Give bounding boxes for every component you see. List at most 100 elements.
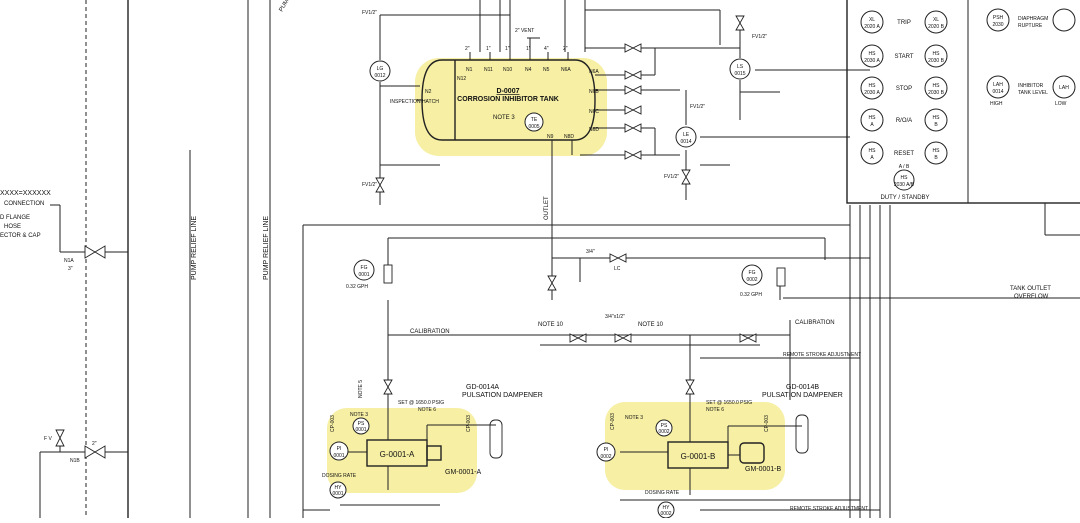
- hs-start-b-button[interactable]: [924, 44, 948, 68]
- ls-num: 0015: [734, 71, 745, 77]
- low-label: LOW: [1055, 101, 1067, 107]
- diaphragm-label: DIAPHRAGM: [1018, 16, 1048, 22]
- hs-roa-a-button[interactable]: [860, 108, 884, 132]
- dampener-b-tag: GD-0014B: [786, 384, 819, 391]
- xl-a-button[interactable]: [860, 10, 884, 34]
- fv-label-le: FV1/2": [664, 174, 679, 180]
- tank-outlet: TANK OUTLET: [1010, 286, 1051, 292]
- ps-b-instrument: [655, 419, 673, 437]
- tank-vent: 2" VENT: [515, 28, 534, 34]
- size-n11: 1": [486, 46, 491, 52]
- panel-frame: [846, 0, 1080, 204]
- hs-start-a-button[interactable]: [860, 44, 884, 68]
- hs-roa-b-num: B: [934, 122, 938, 128]
- size-34: 3/4": [586, 249, 595, 255]
- pi-a-instrument: [329, 441, 349, 461]
- fv-label-ls: FV1/2": [752, 34, 767, 40]
- psh-code: PSH: [993, 15, 1004, 21]
- hs-reset-a-code: HS: [869, 148, 877, 154]
- pump-a-note6: NOTE 6: [418, 407, 436, 413]
- ps-a-code: PS: [358, 421, 365, 427]
- psh-b-alarm: [1052, 8, 1076, 32]
- lah-alarm: [986, 75, 1010, 99]
- control-panel: XL 2020 A TRIP XL 2020 B HS 2030 A START…: [846, 0, 1080, 236]
- note10: NOTE 10: [538, 322, 564, 328]
- nozzle-n6d: N6D: [589, 127, 599, 133]
- dampener-a-label: PULSATION DAMPENER: [462, 392, 543, 399]
- reset-label: RESET: [894, 151, 914, 157]
- hs-ab-selector[interactable]: [893, 169, 915, 191]
- hs-reset-a-button[interactable]: [860, 141, 884, 165]
- hs-stop-a-button[interactable]: [860, 76, 884, 100]
- pump-a-note3: NOTE 3: [350, 412, 368, 418]
- le-code: LE: [683, 132, 690, 138]
- inspection-hatch: INSPECTION HATCH: [390, 99, 439, 105]
- xl-b-num: 2020 B: [928, 24, 945, 30]
- start-label: START: [894, 54, 913, 60]
- hs-start-b-num: 2030 B: [928, 58, 945, 64]
- hs-stop-b-code: HS: [933, 83, 941, 89]
- nozzle-n1b: N1B: [70, 458, 80, 464]
- ps-a-num: 0001: [355, 427, 366, 433]
- hs-reset-b-num: B: [934, 155, 938, 161]
- pump-b-group: G-0001-B GM-0001-B GD-0014B PULSATION DA…: [596, 384, 843, 519]
- te-num: 0005: [528, 124, 539, 130]
- connection-line-2: D FLANGE: [0, 215, 30, 221]
- ps-b-code: PS: [661, 423, 668, 429]
- lc-label: LC: [614, 266, 621, 272]
- hs-start-a-num: 2030 A: [864, 58, 880, 64]
- xl-b-button[interactable]: [924, 10, 948, 34]
- motor-b-tag: GM-0001-B: [745, 466, 782, 473]
- nozzle-n1a: N1A: [64, 258, 74, 264]
- hs-stop-b-button[interactable]: [924, 76, 948, 100]
- size-n4: 1": [526, 46, 531, 52]
- ps-a-instrument: [352, 417, 370, 435]
- lah-num: 0014: [992, 89, 1003, 95]
- left-region: XXXX=XXXXXX CONNECTION D FLANGE HOSE ECT…: [0, 0, 299, 518]
- size-n1: 2": [465, 46, 470, 52]
- hs-reset-b-button[interactable]: [924, 141, 948, 165]
- high-label: HIGH: [990, 101, 1003, 107]
- lah-code: LAH: [993, 82, 1003, 88]
- hs-roa-b-button[interactable]: [924, 108, 948, 132]
- psh-num: 2030: [992, 22, 1003, 28]
- connection-line-4: ECTOR & CAP: [0, 233, 41, 239]
- fg1-instrument: [353, 259, 375, 281]
- fg2-num: 0002: [746, 277, 757, 283]
- lg-instrument: [369, 60, 391, 82]
- ab-top-label: A / B: [899, 164, 910, 170]
- psh-alarm: [986, 8, 1010, 32]
- gph-2: 0.32 GPH: [740, 292, 762, 298]
- tank-instruments: LG 0012 LS 0015 LE 0014 FV1/2" FV1/2" FV…: [362, 10, 767, 188]
- pump-a-group: G-0001-A GM-0001-A GD-0014A PULSATION DA…: [322, 380, 543, 499]
- te-code: TE: [531, 117, 538, 123]
- hy-a-code: HY: [335, 485, 343, 491]
- duty-standby: DUTY / STANDBY: [880, 195, 929, 201]
- pump-a-set: SET @ 1650.0 PSIG: [398, 400, 444, 406]
- fv-label-lg: FV1/2": [362, 182, 377, 188]
- size-2in: 2": [92, 441, 97, 447]
- size-n5: 4": [544, 46, 549, 52]
- corrosion-inhibitor-tank: D-0007 CORROSION INHIBITOR TANK NOTE 3 T…: [390, 28, 600, 155]
- remote-stroke-2: REMOTE STROKE ADJUSTMENT: [790, 506, 868, 512]
- le-num: 0014: [680, 139, 691, 145]
- xl-a-code: XL: [869, 17, 875, 23]
- fv-label-n6b: FV1/2": [690, 104, 705, 110]
- dampener-b-label: PULSATION DAMPENER: [762, 392, 843, 399]
- nozzle-n2: N2: [425, 89, 432, 95]
- pi-a-code: PI: [337, 446, 342, 452]
- note10b: NOTE 10: [638, 322, 664, 328]
- pump-b-note3: NOTE 3: [625, 415, 643, 421]
- hs-reset-a-num: A: [870, 155, 874, 161]
- hy-b-code: HY: [663, 505, 671, 511]
- lal-alarm: [1052, 75, 1076, 99]
- tank-note3: NOTE 3: [493, 115, 515, 121]
- xl-b-code: XL: [933, 17, 939, 23]
- motor-a-tag: GM-0001-A: [445, 469, 482, 476]
- lal-code: LAH: [1059, 85, 1069, 91]
- nozzle-n4: N4: [525, 67, 532, 73]
- hs-roa-a-num: A: [870, 122, 874, 128]
- pump-b-note6: NOTE 6: [706, 407, 724, 413]
- te-instrument: [524, 112, 544, 132]
- size-n10: 1": [505, 46, 510, 52]
